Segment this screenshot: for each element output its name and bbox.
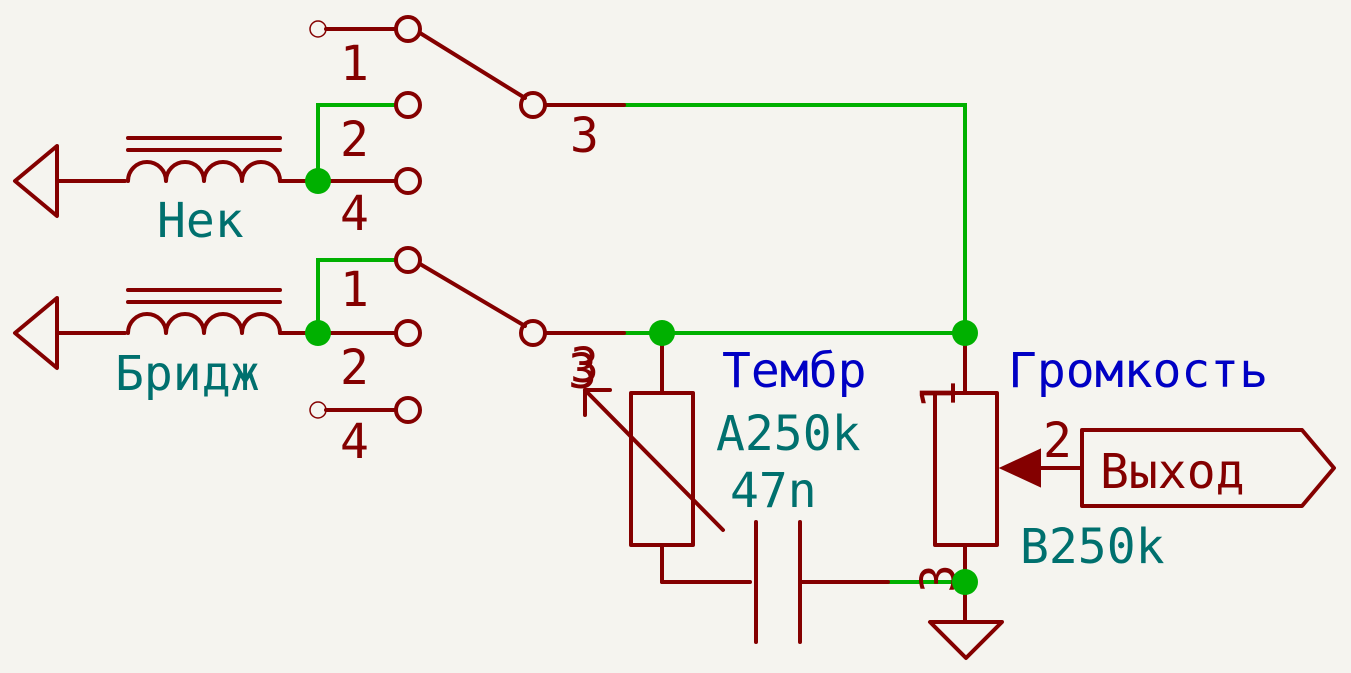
ground-bottom — [928, 620, 1004, 660]
switch-bottom-pin-3: 3 — [570, 338, 599, 394]
wires — [316, 103, 967, 584]
switch-bottom-pin-1: 1 — [340, 262, 369, 318]
output-port — [1080, 428, 1336, 508]
junction-neck — [305, 168, 331, 194]
tone-pot-name: Тембр — [722, 343, 867, 399]
tone-pot — [583, 331, 752, 584]
junction-tone — [649, 320, 675, 346]
junction-bridge — [305, 320, 331, 346]
junction-volume-bottom — [952, 569, 978, 595]
ground-left-neck — [13, 144, 127, 218]
switch-top-pin-1: 1 — [340, 36, 369, 92]
tone-pot-value: A250k — [716, 406, 861, 462]
junctions — [305, 168, 978, 595]
pickup-neck-coil — [126, 136, 320, 183]
switch-top — [309, 15, 626, 195]
switch-top-pin-3: 3 — [570, 108, 599, 164]
switch-bottom-pin-4: 4 — [340, 414, 369, 470]
wire-neck-bridge-jumper — [316, 103, 397, 183]
switch-top-pin-2: 2 — [340, 112, 369, 168]
volume-pot-value: B250k — [1020, 519, 1165, 575]
ground-left-bridge — [13, 296, 127, 370]
wire-bridge-jumper — [316, 258, 397, 335]
pickup-bridge-coil — [126, 288, 320, 335]
capacitor-value: 47n — [730, 463, 817, 519]
tone-pot-pin-3: 3 — [568, 344, 597, 400]
wire-top-switch-to-volume — [622, 103, 967, 335]
switch-bottom-pin-2: 2 — [340, 340, 369, 396]
tone-capacitor — [754, 520, 890, 644]
pickup-bridge-label: Бридж — [115, 346, 260, 402]
volume-pot-pin-2: 2 — [1043, 413, 1072, 469]
junction-volume-top — [952, 320, 978, 346]
output-port-label: Выход — [1100, 444, 1245, 500]
switch-bottom — [309, 246, 626, 424]
pickup-neck-label: Нек — [157, 193, 244, 249]
switch-top-pin-4: 4 — [340, 186, 369, 242]
volume-pot-name: Громкость — [1008, 343, 1268, 399]
volume-pot-pin-1: 1 — [911, 380, 967, 409]
volume-wiper-arrow — [998, 448, 1041, 488]
